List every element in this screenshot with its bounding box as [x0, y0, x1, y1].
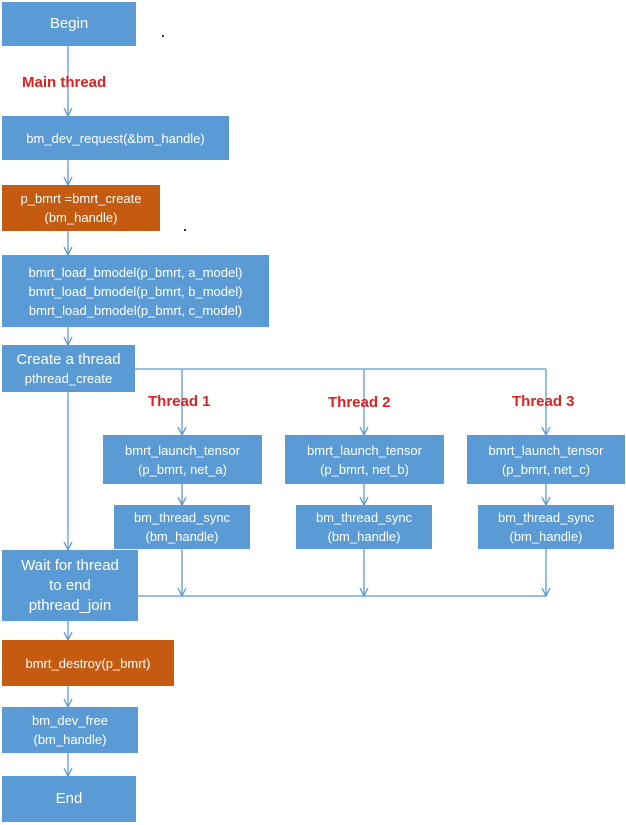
load-bmodel-box: bmrt_load_bmodel(p_bmrt, a_model) bmrt_l… [2, 255, 269, 327]
bmrt-create-line-1: p_bmrt =bmrt_create [20, 191, 142, 206]
launch-tensor-1-line-2: (p_bmrt, net_a) [138, 461, 227, 477]
thread-sync-2-box: bm_thread_sync (bm_handle) [296, 505, 432, 549]
create-thread-line-2: pthread_create [24, 370, 113, 386]
thread-sync-2-line-2: (bm_handle) [327, 529, 401, 544]
thread-sync-3-line-2: (bm_handle) [509, 529, 583, 544]
thread-sync-1-line-2: (bm_handle) [145, 529, 219, 544]
bmrt-destroy-box: bmrt_destroy(p_bmrt) [2, 640, 174, 686]
launch-tensor-2-line-1: bmrt_launch_tensor [307, 442, 422, 458]
stray-dot [184, 229, 186, 231]
wait-thread-line-3: pthread_join [28, 596, 112, 614]
create-thread-line-1: Create a thread [16, 350, 121, 368]
dev-free-box: bm_dev_free (bm_handle) [2, 707, 138, 753]
thread-sync-1-box: bm_thread_sync (bm_handle) [114, 505, 250, 549]
thread-1-label: Thread 1 [148, 393, 211, 410]
thread-sync-1-line-1: bm_thread_sync [133, 510, 231, 525]
thread-2-label: Thread 2 [328, 394, 391, 411]
begin-box: Begin [2, 2, 136, 46]
wait-thread-box: Wait for thread to end pthread_join [2, 550, 138, 621]
launch-tensor-3-line-1: bmrt_launch_tensor [488, 442, 604, 458]
begin-text: Begin [49, 15, 89, 32]
bmrt-create-line-2: (bm_handle) [44, 210, 118, 225]
launch-tensor-1-line-1: bmrt_launch_tensor [125, 442, 240, 458]
dev-free-line-1: bm_dev_free [32, 713, 108, 728]
thread-sync-3-line-1: bm_thread_sync [497, 510, 595, 525]
launch-tensor-3-box: bmrt_launch_tensor (p_bmrt, net_c) [467, 435, 625, 484]
dev-request-box: bm_dev_request(&bm_handle) [2, 116, 229, 160]
create-thread-box: Create a thread pthread_create [2, 345, 135, 392]
launch-tensor-2-box: bmrt_launch_tensor (p_bmrt, net_b) [285, 435, 444, 484]
wait-thread-line-1: Wait for thread [21, 556, 119, 574]
wait-thread-line-2: to end [49, 576, 91, 594]
end-box: End [2, 776, 136, 822]
launch-tensor-3-line-2: (p_bmrt, net_c) [501, 461, 591, 477]
dev-free-line-2: (bm_handle) [33, 732, 107, 747]
end-text: End [55, 790, 83, 807]
main-thread-label: Main thread [22, 74, 107, 91]
bmrt-destroy-text: bmrt_destroy(p_bmrt) [25, 655, 151, 671]
launch-tensor-1-box: bmrt_launch_tensor (p_bmrt, net_a) [103, 435, 262, 484]
load-bmodel-line-2: bmrt_load_bmodel(p_bmrt, b_model) [28, 283, 243, 299]
thread-sync-3-box: bm_thread_sync (bm_handle) [478, 505, 614, 549]
load-bmodel-line-3: bmrt_load_bmodel(p_bmrt, c_model) [28, 302, 243, 318]
dev-request-text: bm_dev_request(&bm_handle) [26, 130, 205, 146]
launch-tensor-2-line-2: (p_bmrt, net_b) [320, 461, 409, 477]
bmrt-create-box: p_bmrt =bmrt_create (bm_handle) [2, 185, 160, 231]
load-bmodel-line-1: bmrt_load_bmodel(p_bmrt, a_model) [28, 264, 243, 280]
thread-sync-2-line-1: bm_thread_sync [315, 510, 413, 525]
thread-3-label: Thread 3 [512, 393, 575, 410]
stray-dot [162, 35, 164, 37]
